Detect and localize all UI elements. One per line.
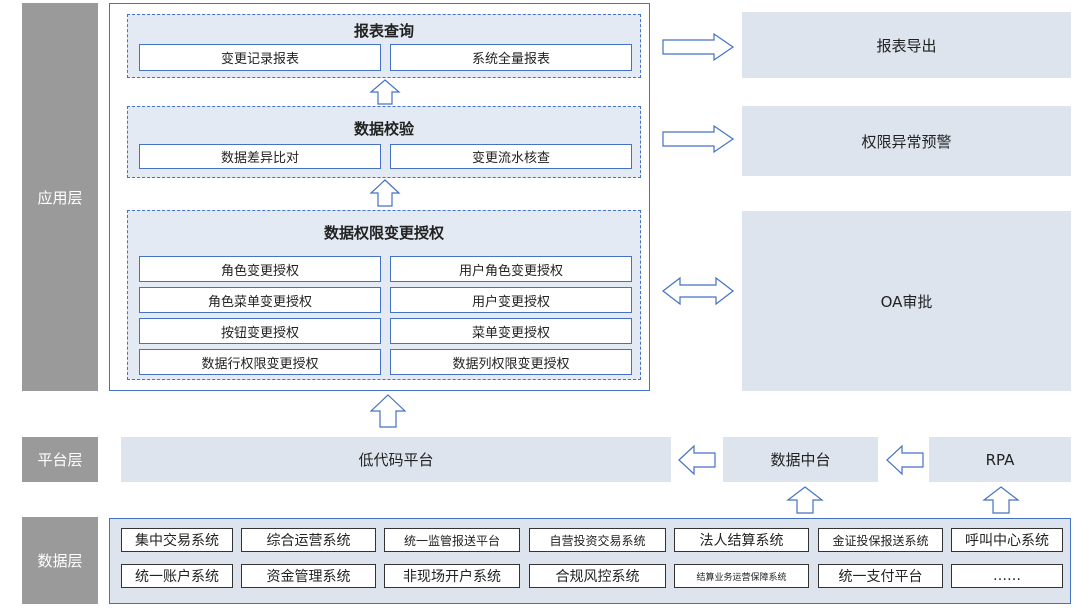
data-system-item[interactable]: 合规风控系统: [529, 564, 666, 588]
layer-label-data: 数据层: [22, 517, 98, 604]
data-system-item[interactable]: 非现场开户系统: [384, 564, 520, 588]
permission-item-user-change[interactable]: 用户变更授权: [390, 287, 632, 313]
data-system-item[interactable]: 集中交易系统: [121, 528, 233, 552]
permission-item-menu-change[interactable]: 菜单变更授权: [390, 318, 632, 344]
layer-label-platform: 平台层: [22, 437, 98, 482]
permission-change-section: 数据权限变更授权 角色变更授权 用户角色变更授权 角色菜单变更授权 用户变更授权…: [127, 210, 641, 380]
data-system-item[interactable]: 资金管理系统: [241, 564, 376, 588]
rpa-platform[interactable]: RPA: [929, 437, 1071, 482]
permission-item-role-change[interactable]: 角色变更授权: [139, 256, 381, 282]
data-system-item[interactable]: 法人结算系统: [674, 528, 809, 552]
data-system-item[interactable]: 综合运营系统: [241, 528, 376, 552]
data-system-item[interactable]: 统一账户系统: [121, 564, 233, 588]
data-system-item[interactable]: 统一监管报送平台: [384, 528, 520, 552]
report-query-title: 报表查询: [353, 22, 414, 40]
up-arrow-icon: [982, 486, 1020, 514]
data-system-item[interactable]: 金证投保报送系统: [818, 528, 943, 552]
permission-item-role-menu-change[interactable]: 角色菜单变更授权: [139, 287, 381, 313]
up-arrow-icon: [369, 79, 401, 105]
data-check-item-flow[interactable]: 变更流水核查: [390, 144, 632, 169]
right-arrow-icon: [662, 124, 735, 154]
up-arrow-icon: [369, 394, 407, 428]
permission-item-user-role-change[interactable]: 用户角色变更授权: [390, 256, 632, 282]
double-arrow-icon: [662, 276, 734, 306]
report-item-system-full[interactable]: 系统全量报表: [390, 44, 632, 71]
data-check-title: 数据校验: [353, 120, 414, 138]
data-check-item-diff[interactable]: 数据差异比对: [139, 144, 381, 169]
left-arrow-icon: [886, 444, 924, 476]
data-center-platform[interactable]: 数据中台: [723, 437, 878, 482]
data-system-item[interactable]: 结算业务运营保障系统: [674, 564, 809, 588]
report-query-section: 报表查询 变更记录报表 系统全量报表: [127, 14, 641, 78]
right-arrow-icon: [662, 32, 735, 62]
permission-alert-panel[interactable]: 权限异常预警: [742, 106, 1071, 176]
up-arrow-icon: [786, 486, 824, 514]
data-system-item[interactable]: ……: [951, 564, 1063, 588]
permission-item-button-change[interactable]: 按钮变更授权: [139, 318, 381, 344]
left-arrow-icon: [678, 444, 716, 476]
data-check-section: 数据校验 数据差异比对 变更流水核查: [127, 106, 641, 178]
data-system-item[interactable]: 自营投资交易系统: [529, 528, 666, 552]
permission-change-title: 数据权限变更授权: [323, 224, 444, 242]
report-export-panel[interactable]: 报表导出: [742, 12, 1071, 78]
permission-item-row-permission[interactable]: 数据行权限变更授权: [139, 349, 381, 375]
report-item-change-record[interactable]: 变更记录报表: [139, 44, 381, 71]
data-system-item[interactable]: 呼叫中心系统: [951, 528, 1063, 552]
permission-item-column-permission[interactable]: 数据列权限变更授权: [390, 349, 632, 375]
oa-approval-panel[interactable]: OA审批: [742, 211, 1071, 391]
layer-label-application: 应用层: [22, 3, 98, 391]
data-system-item[interactable]: 统一支付平台: [818, 564, 943, 588]
low-code-platform[interactable]: 低代码平台: [121, 437, 671, 482]
up-arrow-icon: [369, 179, 401, 207]
